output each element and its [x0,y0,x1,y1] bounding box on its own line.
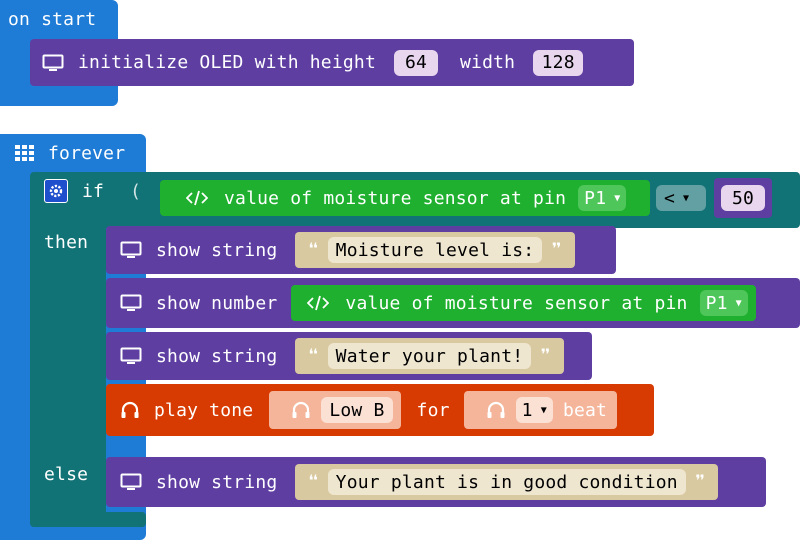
open-quote-icon: ❝ [307,470,320,494]
headphones-icon [120,401,140,419]
note-value[interactable]: Low B [321,397,393,423]
if-label: if [82,180,105,202]
string-input-block-3[interactable]: ❝ Your plant is in good condition ❞ [295,464,719,500]
else-label: else [44,463,89,485]
chevron-down-icon: ▼ [614,192,621,204]
init-oled-block[interactable]: initialize OLED with height 64 width 128 [30,39,634,86]
init-oled-label: initialize OLED with height [78,52,376,73]
headphones-icon [291,401,311,419]
play-tone-block[interactable]: play tone Low B for 1 ▼ beat [106,384,654,436]
moisture-sensor-reporter[interactable]: value of moisture sensor at pin P1 ▼ [291,285,756,321]
comparison-operator-dropdown[interactable]: < ▼ [656,185,706,211]
monitor-icon [120,241,142,259]
chevron-down-icon: ▼ [735,297,742,309]
if-block-bottom [30,512,146,527]
close-quote-icon: ❞ [693,470,707,494]
beat-dropdown[interactable]: 1 ▼ [515,397,553,423]
gear-icon[interactable] [44,179,68,203]
monitor-icon [42,54,64,72]
beat-picker[interactable]: 1 ▼ beat [463,391,618,429]
forever-header[interactable]: forever [14,140,125,166]
beat-label: beat [562,399,608,421]
pin-dropdown[interactable]: P1 ▼ [699,290,748,316]
code-icon [307,295,330,311]
code-icon [186,190,208,206]
headphones-icon [486,401,506,419]
sensor-label: value of moisture sensor at pin [345,292,688,314]
chevron-down-icon: ▼ [540,404,547,416]
on-start-header[interactable]: on start [8,6,96,32]
close-quote-icon: ❞ [539,344,552,368]
note-picker[interactable]: Low B [269,391,401,429]
beat-value: 1 [521,399,533,421]
forever-label: forever [48,142,126,164]
show-string-block-3[interactable]: show string ❝ Your plant is in good cond… [106,457,766,507]
height-value-input[interactable]: 64 [394,49,438,76]
moisture-sensor-condition[interactable]: value of moisture sensor at pin P1 ▼ [160,180,650,216]
play-tone-label: play tone [154,399,254,421]
on-start-label: on start [8,8,97,30]
comparison-number-input[interactable]: 50 [714,178,772,218]
string-input-block-1[interactable]: ❝ Moisture level is: ❞ [295,232,575,268]
open-quote-icon: ❝ [307,344,320,368]
monitor-icon [120,294,142,312]
if-header[interactable]: if ( [44,178,141,204]
pin-dropdown[interactable]: P1 ▼ [578,185,627,211]
string-input-block-2[interactable]: ❝ Water your plant! ❞ [295,338,564,374]
string-value-2[interactable]: Water your plant! [327,343,532,369]
string-value-1[interactable]: Moisture level is: [327,237,543,263]
pin-value: P1 [705,292,728,314]
monitor-icon [120,347,142,365]
show-string-label: show string [156,345,278,367]
for-label: for [416,399,450,421]
grid-icon [14,144,36,162]
show-string-label: show string [156,239,278,261]
show-number-block[interactable]: show number value of moisture sensor at … [106,278,800,328]
if-paren: ( [130,180,142,202]
show-string-label: show string [156,471,278,493]
comparison-value[interactable]: 50 [721,185,765,211]
then-label: then [44,231,89,253]
width-value-input[interactable]: 128 [533,49,584,76]
string-value-3[interactable]: Your plant is in good condition [327,469,686,495]
monitor-icon [120,473,142,491]
chevron-down-icon: ▼ [683,192,690,204]
open-quote-icon: ❝ [307,238,320,262]
show-string-block-2[interactable]: show string ❝ Water your plant! ❞ [106,332,592,380]
pin-value: P1 [584,187,607,209]
close-quote-icon: ❞ [550,238,563,262]
show-number-label: show number [156,292,278,314]
show-string-block-1[interactable]: show string ❝ Moisture level is: ❞ [106,226,616,274]
width-label: width [460,52,516,73]
operator-value: < [664,187,676,209]
sensor-label: value of moisture sensor at pin [224,187,567,209]
if-block-arm [30,220,106,527]
